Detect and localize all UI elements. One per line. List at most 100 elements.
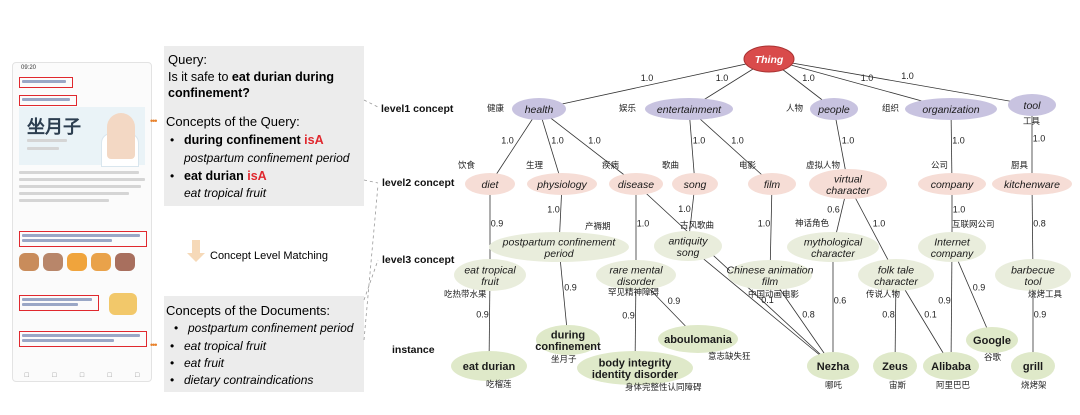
bullet: • xyxy=(170,133,175,147)
node-root-label: Thing xyxy=(755,54,784,66)
result-3-highlight xyxy=(19,295,99,311)
concept-subject: during confinement xyxy=(184,133,305,147)
edge-entertainment-film xyxy=(688,108,773,185)
edge-weight-label: 1.0 xyxy=(501,136,514,146)
node-barbecue-chinese-label: 烧烤工具 xyxy=(1028,289,1063,299)
node-diet-shape xyxy=(465,173,515,195)
edge-weight-label: 1.0 xyxy=(758,219,771,229)
node-tropical-label: fruit xyxy=(481,276,500,288)
edge-internet-alibaba xyxy=(950,246,953,367)
query-prefix: Is it safe to xyxy=(168,70,232,84)
node-alibaba-label: Alibaba xyxy=(931,361,972,373)
nav-icon: □ xyxy=(52,371,57,379)
node-song-shape xyxy=(672,173,718,195)
node-entertainment-label: entertainment xyxy=(657,104,722,116)
edge-weight-label: 1.0 xyxy=(551,136,564,146)
node-diet-chinese-label: 饮食 xyxy=(458,160,476,170)
doc-concept-1: postpartum confinement period xyxy=(188,321,354,335)
edge-weight-label: 1.0 xyxy=(547,205,560,215)
node-body-label: identity disorder xyxy=(592,369,679,381)
node-antiquity-chinese-label: 古风歌曲 xyxy=(680,220,714,230)
node-postpartum-label: postpartum confinement xyxy=(502,236,617,248)
edge-organization-company xyxy=(950,108,953,185)
node-tool-shape xyxy=(1008,94,1056,116)
status-bar: 09:20 xyxy=(13,63,151,75)
edge-weight-label: 0.9 xyxy=(564,283,577,293)
edge-weight-label: 1.0 xyxy=(588,136,601,146)
pointer-dots-query: ••• xyxy=(150,116,158,126)
node-folk-label: character xyxy=(874,276,918,288)
node-postpartum-chinese-label: 产褥期 xyxy=(585,221,611,231)
node-antiquity-shape xyxy=(654,231,722,261)
node-nezha-chinese-label: 哪吒 xyxy=(825,380,843,390)
node-body-label: body integrity xyxy=(599,357,673,369)
node-virtual-label: character xyxy=(826,185,870,197)
instance-label: instance xyxy=(392,344,435,356)
node-organization-chinese-label: 组织 xyxy=(882,103,899,113)
search-box-highlight xyxy=(19,77,73,88)
node-zeus-label: Zeus xyxy=(882,361,908,373)
node-internet-label: Internet xyxy=(934,236,971,248)
node-disease-label: disease xyxy=(618,179,654,191)
node-chinese-shape xyxy=(728,260,812,290)
result-title-highlight xyxy=(19,95,77,106)
node-film-label: film xyxy=(764,179,781,191)
node-rare-shape xyxy=(596,260,676,290)
edge-weight-label: 1.0 xyxy=(693,136,706,146)
edge-root-health xyxy=(538,58,770,110)
phone-nav-bar: □ □ □ □ □ xyxy=(13,369,151,381)
result-2-highlight xyxy=(19,231,147,247)
node-people-chinese-label: 人物 xyxy=(786,103,804,113)
bullet: • xyxy=(170,339,175,353)
node-virtual-chinese-label: 虚拟人物 xyxy=(806,160,841,170)
node-body-chinese-label: 身体完整性认同障碍 xyxy=(625,382,702,392)
node-film-shape xyxy=(748,173,796,195)
node-people-shape xyxy=(810,98,858,120)
edge-chinese-nezha xyxy=(769,274,834,367)
node-grill-label: grill xyxy=(1023,361,1043,373)
edge-weight-label: 1.0 xyxy=(1033,134,1046,144)
edge-weight-label: 0.9 xyxy=(491,219,504,229)
node-myth-chinese-label: 神话角色 xyxy=(795,218,830,228)
edge-weight-label: 1.0 xyxy=(842,136,855,146)
doc-concept-3: eat fruit xyxy=(184,356,225,370)
node-song: song 歌曲 xyxy=(662,160,718,195)
node-song-chinese-label: 歌曲 xyxy=(662,160,679,170)
node-google-chinese-label: 谷歌 xyxy=(984,352,1002,362)
edge-weight-label: 0.8 xyxy=(882,310,895,320)
query-concept-2-object: eat tropical fruit xyxy=(184,186,267,200)
doc-concept-4: dietary contraindications xyxy=(184,373,314,387)
result-4-highlight xyxy=(19,331,147,347)
query-concept-1-object: postpartum confinement period xyxy=(184,151,350,165)
query-line-2: confinement? xyxy=(168,86,250,100)
query-bold-1: eat durian during xyxy=(231,70,335,84)
edge-weight-label: 1.0 xyxy=(861,73,874,83)
node-company-chinese-label: 公司 xyxy=(931,160,948,170)
level1-label: level1 concept xyxy=(381,103,454,115)
query-concepts-title: Concepts of the Query: xyxy=(166,114,300,129)
nav-icon: □ xyxy=(135,371,140,379)
bullet: • xyxy=(170,373,175,387)
edge-weight-label: 0.8 xyxy=(802,310,815,320)
node-rare-chinese-label: 罕见精神障碍 xyxy=(608,287,660,297)
doc-concept-2: eat tropical fruit xyxy=(184,339,267,353)
node-chinese-label: film xyxy=(762,276,779,288)
nav-icon: □ xyxy=(79,371,85,379)
edge-postpartum-during xyxy=(558,246,569,341)
node-song-label: song xyxy=(684,179,707,191)
edge-weight-label: 1.0 xyxy=(953,205,966,215)
edge-weight-label: 1.0 xyxy=(873,219,886,229)
bullet: • xyxy=(170,356,175,370)
edge-weight-label: 1.0 xyxy=(637,219,650,229)
edge-health-diet xyxy=(489,108,540,185)
bullet: • xyxy=(174,321,179,335)
query-concept-2: eat durian isA xyxy=(184,169,267,183)
